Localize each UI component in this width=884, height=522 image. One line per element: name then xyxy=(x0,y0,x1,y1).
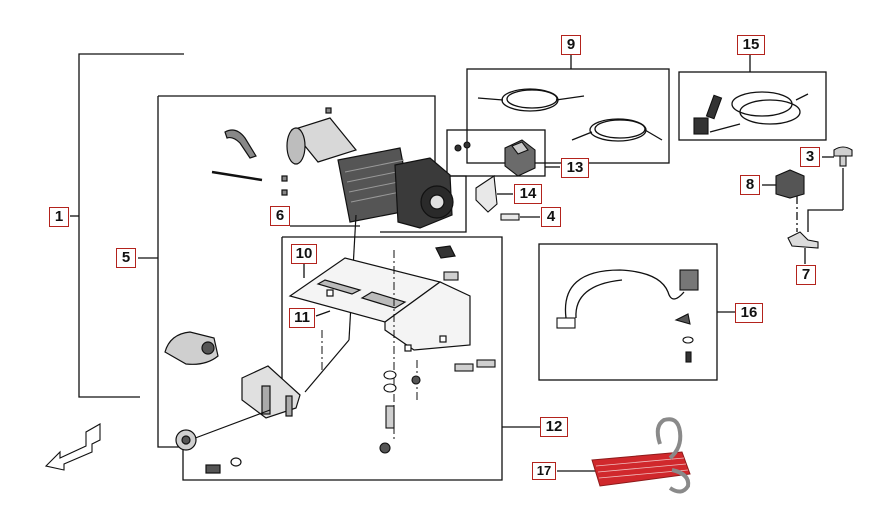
frame-group-5 xyxy=(158,95,436,176)
harness-relay xyxy=(679,269,699,291)
wire-connector xyxy=(693,117,709,135)
callout-7: 7 xyxy=(796,265,816,285)
callout-15: 15 xyxy=(737,35,765,55)
clip-7 xyxy=(787,231,819,249)
bracket-group-1 xyxy=(78,53,184,398)
callout-10: 10 xyxy=(291,244,317,264)
callout-11: 11 xyxy=(289,308,315,328)
frame-group-9 xyxy=(466,68,670,164)
screw-3 xyxy=(833,146,853,157)
bolt-rod xyxy=(211,170,263,182)
frame-group-13 xyxy=(446,129,546,177)
frame-group-15 xyxy=(678,71,827,141)
callout-17: 17 xyxy=(532,462,556,480)
front-direction-arrow-icon xyxy=(44,423,101,471)
winch-drum-icon xyxy=(286,117,454,341)
handle-clip xyxy=(224,129,257,159)
harness-plug xyxy=(556,317,576,329)
callout-9: 9 xyxy=(561,35,581,55)
switch-bracket xyxy=(475,175,498,213)
strap-hook-icon xyxy=(591,417,691,494)
mounting-plate xyxy=(288,245,471,352)
callout-13: 13 xyxy=(561,158,589,178)
snatch-block xyxy=(164,331,219,365)
callout-8: 8 xyxy=(740,175,760,195)
callout-5: 5 xyxy=(116,248,136,268)
callout-3: 3 xyxy=(800,147,820,167)
callout-6: 6 xyxy=(270,206,290,226)
frame-group-12 xyxy=(182,236,503,481)
callout-16: 16 xyxy=(735,303,763,323)
callout-1: 1 xyxy=(49,207,69,227)
callout-14: 14 xyxy=(514,184,542,204)
callout-4: 4 xyxy=(541,207,561,227)
switch-boot-8 xyxy=(775,169,805,199)
callout-12: 12 xyxy=(540,417,568,437)
leader-11 xyxy=(315,310,331,317)
